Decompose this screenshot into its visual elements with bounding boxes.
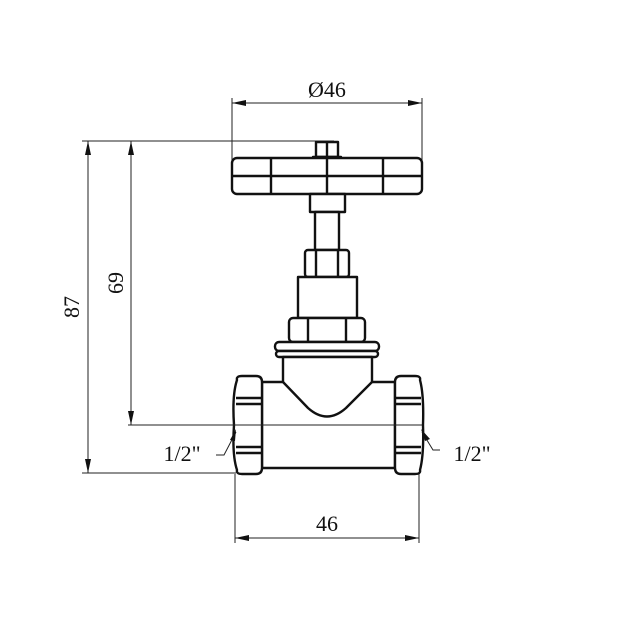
label-handwheel-diameter: Ø46 <box>308 77 346 102</box>
bonnet <box>296 275 359 320</box>
dimension-body-length: 46 <box>234 474 420 543</box>
washer <box>273 340 381 359</box>
dimension-height-to-axis: 69 <box>103 141 236 426</box>
dimension-handwheel-diameter: Ø46 <box>231 77 423 166</box>
dimension-total-height: 87 <box>59 140 334 474</box>
thread-callout-left: 1/2" <box>163 429 237 466</box>
bonnet-nut <box>287 316 367 344</box>
valve-stem <box>308 192 347 252</box>
valve-body <box>128 355 425 476</box>
label-left-thread: 1/2" <box>163 441 200 466</box>
thread-callout-right: 1/2" <box>421 429 491 466</box>
handwheel <box>230 140 424 196</box>
label-height-to-axis: 69 <box>103 272 128 294</box>
label-body-length: 46 <box>316 511 338 536</box>
gland-nut <box>303 248 351 279</box>
label-total-height: 87 <box>59 296 84 318</box>
label-right-thread: 1/2" <box>453 441 490 466</box>
